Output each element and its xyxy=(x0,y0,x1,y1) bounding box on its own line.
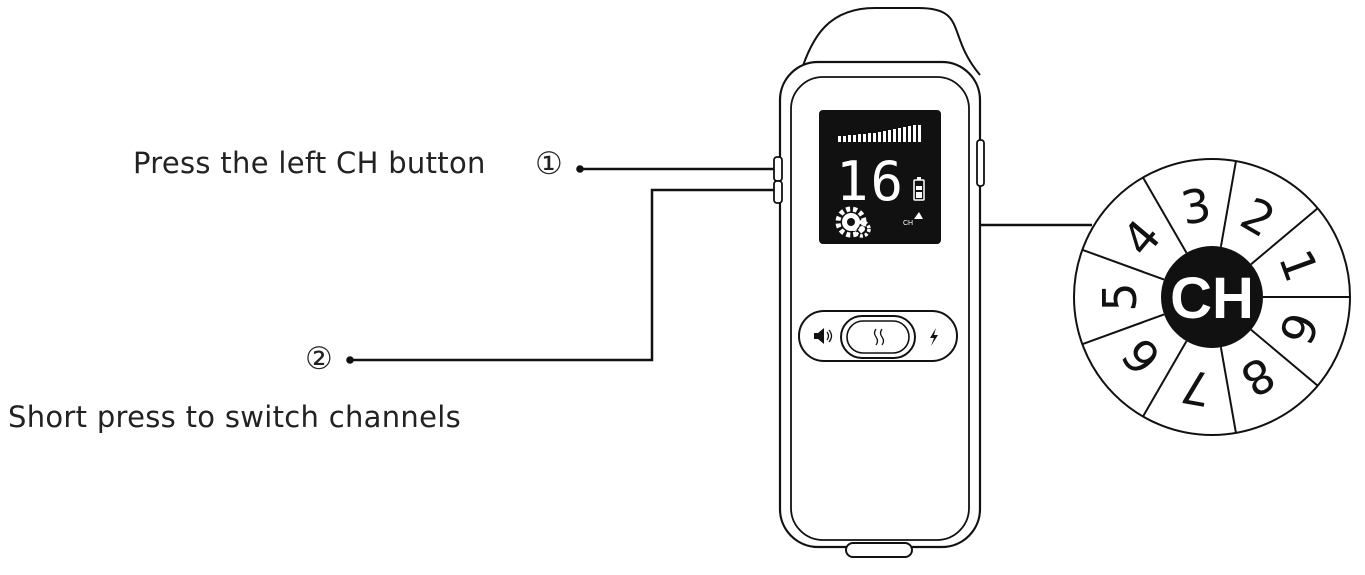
dial-spoke xyxy=(1081,313,1165,346)
vibration-button[interactable] xyxy=(840,315,916,359)
dial-spoke xyxy=(1081,248,1165,281)
leader-line-1 xyxy=(576,165,788,173)
dial-spoke xyxy=(1219,347,1237,434)
device-top-cap xyxy=(799,7,981,76)
right-side-button[interactable] xyxy=(976,139,985,187)
lcd-screen: 16 CH xyxy=(819,110,941,244)
left-ch-buttons[interactable] xyxy=(773,156,783,204)
dial-center-label: CH xyxy=(1170,266,1254,331)
lightning-icon xyxy=(930,328,938,346)
dial-spoke xyxy=(1219,160,1237,247)
sound-button[interactable] xyxy=(814,328,833,344)
device-bottom-connector xyxy=(845,542,913,558)
dial-number: 5 xyxy=(1093,282,1147,311)
step1-marker: ① xyxy=(535,146,564,182)
dial-spoke xyxy=(1250,207,1319,265)
dial-spoke xyxy=(1142,176,1188,254)
dial-spoke xyxy=(1250,329,1319,387)
lcd-ch-label: CH xyxy=(903,220,913,227)
step2-marker: ② xyxy=(305,341,334,377)
shock-button[interactable] xyxy=(930,328,938,346)
leader-line-2 xyxy=(346,188,788,364)
speaker-icon xyxy=(814,328,824,344)
step1-instruction: Press the left CH button xyxy=(133,146,486,180)
device-body-inner xyxy=(790,76,970,541)
step2-instruction: Short press to switch channels xyxy=(8,400,462,434)
dial-center xyxy=(1161,246,1263,348)
bell-icon xyxy=(914,212,923,219)
dial-spoke xyxy=(1142,340,1188,418)
signal-strength-bars xyxy=(838,125,921,142)
gear-icon xyxy=(835,206,871,238)
battery-icon xyxy=(913,177,925,201)
lcd-channel-number: 16 xyxy=(836,150,905,213)
vibration-icon xyxy=(873,328,885,346)
